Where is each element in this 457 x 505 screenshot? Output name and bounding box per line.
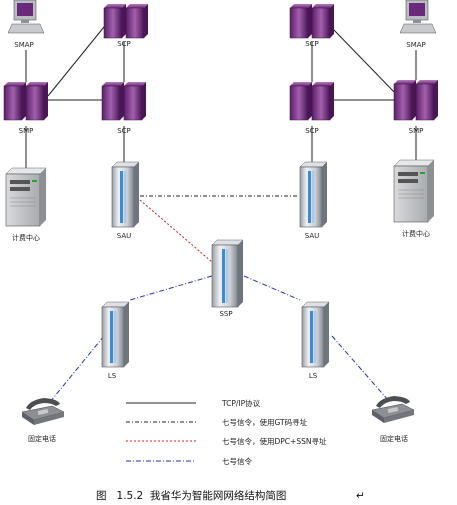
link-ssp-ls-left xyxy=(129,275,213,301)
node-label-smp-right: SMP xyxy=(409,127,424,135)
sau-tower-icon xyxy=(299,161,328,228)
legend-label-ss7: 七号信令 xyxy=(222,456,252,466)
legend-label-ss7-gt: 七号信令，使用GT码寻址 xyxy=(222,417,308,427)
server-cabinet-icon xyxy=(289,4,334,39)
legend: TCP/IP协议 七号信令，使用GT码寻址 七号信令，使用DPC+SSN寻址 七… xyxy=(126,398,327,466)
legend-label-tcpip: TCP/IP协议 xyxy=(221,398,261,408)
node-label-ssp: SSP xyxy=(219,310,232,318)
node-label-scp-top-right: SCP xyxy=(305,40,319,48)
telephone-icon xyxy=(371,396,415,423)
node-label-billing-left: 计费中心 xyxy=(12,233,40,242)
paragraph-mark-icon: ↵ xyxy=(356,490,365,502)
node-label-phone-right: 固定电话 xyxy=(380,434,408,443)
node-label-phone-left: 固定电话 xyxy=(28,434,56,443)
link-smp-scptop-left xyxy=(47,21,109,97)
link-sau-ssp xyxy=(139,199,213,263)
node-label-scp-right: SCP xyxy=(305,127,319,135)
server-cabinet-icon xyxy=(103,4,148,39)
workstation-icon xyxy=(7,0,45,34)
server-cabinet-icon xyxy=(3,82,48,121)
link-ls-phone-left xyxy=(49,335,105,403)
link-ssp-ls-right xyxy=(243,275,301,301)
links xyxy=(25,21,417,403)
ssp-tower-icon xyxy=(211,239,244,308)
node-label-scp-left: SCP xyxy=(117,127,131,135)
node-label-smp-left: SMP xyxy=(19,127,34,135)
node-label-ls-left: LS xyxy=(108,372,117,380)
legend-label-ss7-dpc: 七号信令，使用DPC+SSN寻址 xyxy=(222,436,327,446)
node-label-sau-right: SAU xyxy=(305,232,320,240)
node-label-ls-right: LS xyxy=(309,372,318,380)
workstation-icon xyxy=(399,0,437,34)
telephone-icon xyxy=(21,398,65,425)
pc-tower-icon xyxy=(5,167,47,227)
server-cabinet-icon xyxy=(101,82,146,121)
ls-tower-icon xyxy=(101,301,130,368)
node-label-billing-right: 计费中心 xyxy=(402,229,430,238)
node-label-scp-top-left: SCP xyxy=(117,40,131,48)
link-scptop-smp-right xyxy=(331,27,399,97)
figure-caption: 图 1.5.2 我省华为智能网网络结构简图 xyxy=(96,489,286,502)
sau-tower-icon xyxy=(111,161,140,228)
pc-tower-icon xyxy=(393,159,435,223)
node-label-smap-right: SMAP xyxy=(406,41,426,49)
link-ls-phone-right xyxy=(331,335,389,401)
server-cabinet-icon xyxy=(289,82,334,121)
ls-tower-icon xyxy=(301,301,330,368)
server-cabinet-icon xyxy=(393,80,438,121)
node-label-sau-left: SAU xyxy=(117,232,132,240)
node-label-smap-left: SMAP xyxy=(14,41,34,49)
